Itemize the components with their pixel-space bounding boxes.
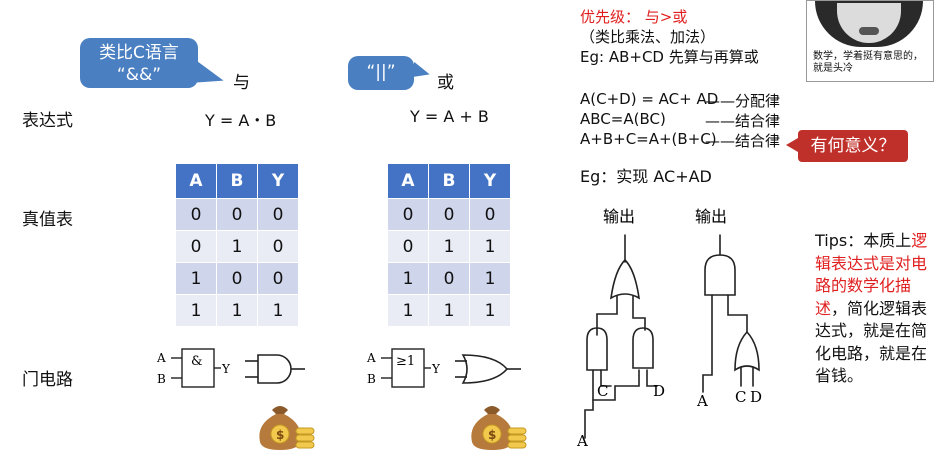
bubble-and-line2: “&&” — [80, 64, 198, 86]
table-cell: 1 — [429, 231, 470, 263]
table-cell: 0 — [217, 263, 258, 295]
priority-example: Eg: AB+CD 先算与再算或 — [580, 46, 759, 67]
table-cell: 0 — [470, 199, 511, 231]
svg-text:$: $ — [488, 428, 496, 442]
law-name: ——分配律 — [705, 90, 780, 111]
handdrawn-circuit-sketch: 输出 输出 C D A A C D — [575, 200, 795, 450]
and-gate-shape-symbol — [245, 355, 305, 383]
table-cell: 1 — [176, 263, 217, 295]
sketch-input-c: C — [597, 382, 608, 400]
or-expression: Y = A + B — [410, 107, 489, 126]
table-header: A — [176, 164, 217, 199]
table-cell: 1 — [217, 295, 258, 327]
table-cell: 0 — [388, 199, 429, 231]
sketch-output-label: 输出 — [603, 207, 635, 226]
table-cell: 0 — [258, 263, 299, 295]
table-cell: 0 — [258, 199, 299, 231]
example-implement: Eg：实现 AC+AD — [580, 163, 712, 187]
sketch-input-d: D — [653, 382, 665, 400]
priority-note: （类比乘法、加法） — [580, 26, 715, 47]
table-cell: 0 — [429, 199, 470, 231]
gate-input-a: A — [156, 351, 166, 365]
table-cell: 1 — [258, 295, 299, 327]
table-header: Y — [470, 164, 511, 199]
gate-input-a: A — [366, 351, 376, 365]
table-cell: 1 — [470, 295, 511, 327]
bubble-and-line1: 类比C语言 — [80, 42, 198, 64]
table-cell: 1 — [217, 231, 258, 263]
table-cell: 1 — [470, 263, 511, 295]
table-cell: 1 — [388, 263, 429, 295]
money-bag-icon: $ — [462, 398, 528, 450]
law-name: ——结合律 — [705, 130, 780, 151]
svg-text:$: $ — [276, 428, 284, 442]
or-box-symbol-text: ≥1 — [396, 354, 415, 369]
and-label: 与 — [233, 68, 250, 93]
sketch-input-a: A — [696, 392, 708, 410]
table-cell: 1 — [470, 231, 511, 263]
sketch-input-a: A — [576, 432, 588, 450]
table-header: Y — [258, 164, 299, 199]
or-gate-shape-symbol — [455, 355, 521, 383]
row-label-gate: 门电路 — [22, 365, 73, 390]
money-bag-icon: $ — [250, 398, 316, 450]
tips-paragraph: Tips：本质上逻辑表达式是对电路的数学化描述，简化逻辑表达式，就是在简化电路，… — [815, 230, 937, 388]
gate-input-b: B — [367, 372, 376, 386]
law-expression: A(C+D) = AC+ AD — [580, 90, 718, 108]
meme-image: 数学，学着挺有意思的，就是头冷 — [806, 0, 934, 82]
table-cell: 0 — [176, 199, 217, 231]
table-header: B — [429, 164, 470, 199]
sketch-output-label: 输出 — [695, 207, 727, 226]
sketch-input-d: D — [750, 388, 762, 406]
tips-prefix: Tips：本质上 — [815, 231, 911, 250]
law-expression: ABC=A(BC) — [580, 110, 666, 128]
gate-output-y: Y — [221, 362, 231, 376]
table-header: A — [388, 164, 429, 199]
and-box-symbol-text: & — [191, 354, 203, 369]
or-gate-symbols: A B ≥1 Y — [365, 345, 530, 395]
callout-bubble-or: “||” — [348, 56, 414, 90]
gate-input-b: B — [157, 372, 166, 386]
or-label: 或 — [437, 68, 454, 93]
row-label-truth-table: 真值表 — [22, 205, 73, 230]
table-cell: 1 — [429, 295, 470, 327]
table-cell: 0 — [217, 199, 258, 231]
table-cell: 0 — [429, 263, 470, 295]
table-cell: 1 — [176, 295, 217, 327]
bubble-or-label: “||” — [348, 61, 414, 83]
table-cell: 0 — [258, 231, 299, 263]
tips-suffix: ，简化逻辑表达式，就是在简化电路，就是在省钱。 — [815, 299, 927, 386]
row-label-expression: 表达式 — [22, 106, 73, 131]
and-expression: Y = A・B — [205, 107, 276, 131]
meaning-callout: 有何意义？ — [798, 130, 908, 162]
meme-face-image — [815, 1, 923, 47]
table-header: B — [217, 164, 258, 199]
and-gate-symbols: A B & Y — [155, 345, 320, 395]
meme-caption: 数学，学着挺有意思的，就是头冷 — [813, 51, 929, 75]
gate-output-y: Y — [431, 362, 441, 376]
sketch-input-c: C — [735, 388, 746, 406]
law-expression: A+B+C=A+(B+C) — [580, 130, 717, 148]
callout-bubble-and: 类比C语言 “&&” — [80, 38, 198, 88]
table-cell: 0 — [176, 231, 217, 263]
table-cell: 1 — [388, 295, 429, 327]
law-name: ——结合律 — [705, 110, 780, 131]
priority-title: 优先级： 与>或 — [580, 6, 687, 27]
table-cell: 0 — [388, 231, 429, 263]
